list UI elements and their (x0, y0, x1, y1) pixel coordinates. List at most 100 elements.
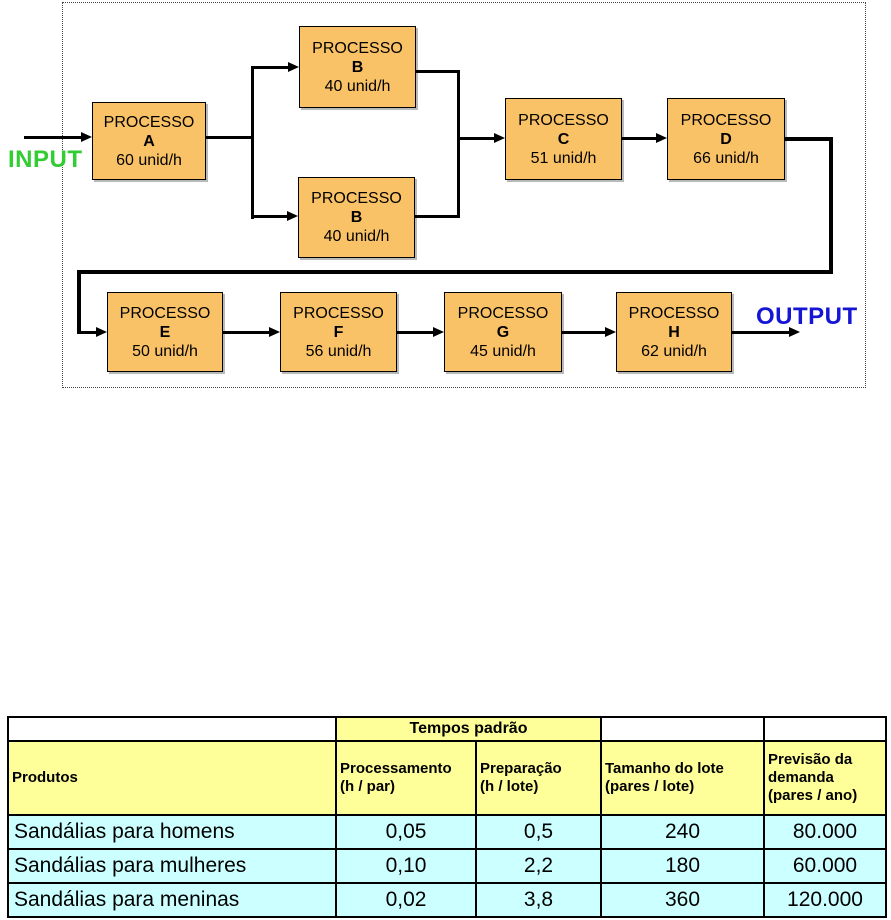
setup-time-cell: 3,8 (475, 882, 602, 918)
column-header-name: Tamanho do lote (605, 760, 724, 777)
column-header-unit: (pares / ano) (768, 787, 858, 804)
table-row: Sandálias para homens 0,05 0,5 240 80.00… (7, 814, 887, 850)
processing-time-cell: 0,02 (335, 882, 477, 918)
process-box-title: PROCESSO (103, 113, 195, 131)
arrowhead-icon (789, 327, 800, 337)
process-box-rate: 56 unid/h (305, 342, 372, 360)
table-row: Sandálias para meninas 0,02 3,8 360 120.… (7, 882, 887, 918)
process-box-title: PROCESSO (628, 304, 720, 322)
demand-forecast-cell: 60.000 (763, 848, 887, 884)
empty-cell (763, 716, 887, 742)
empty-cell (600, 716, 765, 742)
process-box-letter: G (496, 323, 510, 341)
connector-line (77, 270, 81, 334)
connector-line (562, 331, 606, 334)
input-label: INPUT (8, 146, 83, 173)
arrowhead-icon (494, 133, 505, 143)
process-box-b-top: PROCESSO B 40 unid/h (299, 26, 416, 108)
column-header-name: Produtos (12, 769, 78, 786)
arrowhead-icon (287, 211, 298, 221)
connector-line (415, 215, 460, 218)
demand-forecast-cell: 80.000 (763, 814, 887, 850)
column-header-name: Previsão da demanda (768, 751, 853, 786)
process-box-title: PROCESSO (119, 304, 211, 322)
process-box-letter: H (668, 323, 680, 341)
connector-line (223, 331, 270, 334)
column-header-unit: (h / par) (340, 778, 395, 795)
processing-time-cell: 0,05 (335, 814, 477, 850)
process-box-b-bottom: PROCESSO B 40 unid/h (298, 177, 415, 258)
process-box-title: PROCESSO (311, 190, 402, 207)
table-row: Sandálias para mulheres 0,10 2,2 180 60.… (7, 848, 887, 884)
process-box-rate: 45 unid/h (470, 342, 536, 360)
process-box-rate: 51 unid/h (530, 149, 597, 167)
column-header-preparacao: Preparação (h / lote) (475, 740, 602, 816)
arrowhead-icon (605, 327, 616, 337)
process-box-g: PROCESSO G 45 unid/h (444, 292, 562, 372)
process-box-rate: 66 unid/h (693, 149, 759, 167)
process-box-rate: 40 unid/h (324, 77, 391, 95)
table-header-row: Produtos Processamento (h / par) Prepara… (7, 740, 887, 816)
process-box-h: PROCESSO H 62 unid/h (616, 292, 732, 372)
diagram-dotted-border (62, 2, 866, 388)
setup-time-cell: 0,5 (475, 814, 602, 850)
connector-line (253, 215, 288, 218)
connector-line (79, 331, 97, 334)
connector-line (829, 137, 833, 274)
column-header-processamento: Processamento (h / par) (335, 740, 477, 816)
arrowhead-icon (656, 133, 667, 143)
arrowhead-icon (433, 327, 444, 337)
demand-forecast-cell: 120.000 (763, 882, 887, 918)
lot-size-cell: 360 (600, 882, 765, 918)
connector-line (457, 70, 460, 218)
arrowhead-icon (96, 327, 107, 337)
process-box-title: PROCESSO (680, 111, 772, 129)
process-box-title: PROCESSO (293, 304, 384, 322)
process-box-letter: C (557, 130, 570, 148)
connector-line (77, 270, 833, 274)
arrowhead-icon (81, 132, 92, 142)
column-header-name: Preparação (480, 760, 562, 777)
connector-line (416, 70, 460, 73)
process-box-letter: E (159, 323, 171, 341)
process-box-d: PROCESSO D 66 unid/h (667, 98, 785, 180)
table-row: Tempos padrão (7, 716, 887, 742)
empty-cell (7, 716, 337, 742)
lot-size-cell: 180 (600, 848, 765, 884)
processing-time-cell: 0,10 (335, 848, 477, 884)
process-box-rate: 60 unid/h (116, 151, 182, 169)
group-header-tempos-padrao: Tempos padrão (335, 716, 602, 742)
process-box-rate: 62 unid/h (641, 342, 707, 360)
connector-line (397, 331, 434, 334)
lot-size-cell: 240 (600, 814, 765, 850)
standard-times-table: Tempos padrão Produtos Processamento (h … (7, 716, 887, 918)
connector-line (459, 137, 494, 140)
connector-line (24, 136, 82, 139)
process-box-title: PROCESSO (518, 111, 609, 129)
process-box-rate: 40 unid/h (323, 228, 390, 245)
product-name-cell: Sandálias para meninas (7, 882, 337, 918)
connector-line (251, 66, 254, 219)
process-box-title: PROCESSO (312, 39, 403, 57)
process-box-e: PROCESSO E 50 unid/h (107, 292, 223, 372)
process-box-letter: F (333, 323, 344, 341)
output-label: OUTPUT (756, 303, 858, 330)
process-box-letter: B (350, 209, 363, 226)
column-header-unit: (pares / lote) (605, 778, 695, 795)
process-box-f: PROCESSO F 56 unid/h (280, 292, 397, 372)
process-flow-diagram: INPUT OUTPUT PROCESSO A 60 unid/h PROCES… (0, 0, 891, 400)
process-box-rate: 50 unid/h (132, 342, 198, 360)
column-header-name: Processamento (340, 760, 452, 777)
product-name-cell: Sandálias para mulheres (7, 848, 337, 884)
connector-line (622, 137, 657, 140)
connector-line (206, 136, 254, 139)
product-name-cell: Sandálias para homens (7, 814, 337, 850)
process-box-letter: A (143, 132, 155, 150)
process-box-title: PROCESSO (457, 304, 549, 322)
setup-time-cell: 2,2 (475, 848, 602, 884)
process-box-a: PROCESSO A 60 unid/h (92, 102, 206, 180)
connector-line (732, 331, 790, 334)
column-header-produtos: Produtos (7, 740, 337, 816)
connector-line (253, 66, 288, 69)
